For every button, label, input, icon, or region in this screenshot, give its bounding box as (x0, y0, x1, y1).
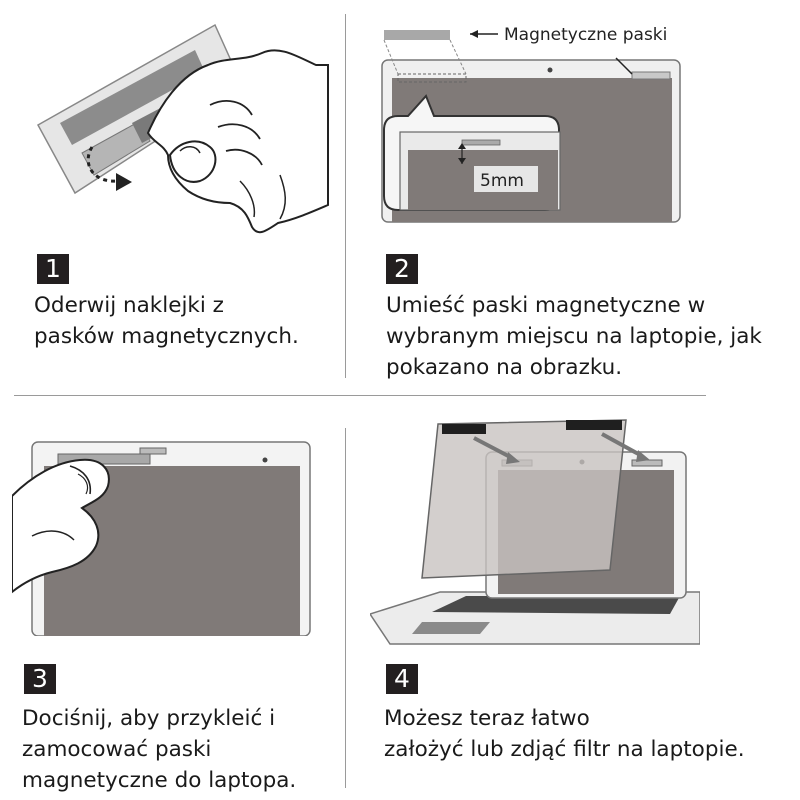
strip-zone-left (397, 73, 467, 83)
privacy-filter (421, 419, 627, 579)
distance-label-box (474, 166, 538, 192)
distance-callout-label: 5mm (480, 171, 524, 191)
webcam-icon (547, 67, 553, 73)
vertical-divider-bottom (345, 428, 346, 788)
step-3-number: 3 (24, 664, 56, 694)
hand-icon (12, 458, 110, 594)
strips-callout-label: Magnetyczne paski (504, 25, 667, 45)
step-2-caption: Umieść paski magnetyczne w wybranym miej… (386, 293, 762, 380)
horizontal-divider (14, 395, 706, 396)
step-3-caption: Dociśnij, aby przykleić i zamocować pask… (22, 706, 297, 793)
webcam-icon (262, 457, 268, 463)
step-1-caption: Oderwij naklejki z pasków magnetycznych. (34, 293, 299, 349)
magnetic-strip-applied (57, 453, 151, 465)
attach-arrow-right-icon (636, 450, 650, 462)
filter-tab-right (566, 420, 622, 430)
step-2-number: 2 (386, 254, 418, 284)
vertical-divider-top (345, 14, 346, 378)
magnetic-strip-sample (384, 30, 450, 40)
step-1-number: 1 (37, 254, 69, 284)
filter-tab-left (442, 424, 486, 434)
step-4-illustration (370, 419, 700, 645)
strip-zone-right (631, 71, 671, 80)
step-3-illustration (12, 441, 311, 636)
step-1-illustration (36, 23, 329, 234)
peel-arrow-icon (86, 146, 119, 183)
step-2-illustration: Magnetyczne paski 5mm (381, 25, 681, 223)
step-4-number: 4 (386, 664, 418, 694)
step-4-caption: Możesz teraz łatwo założyć lub zdjąć fil… (384, 706, 745, 762)
attach-arrow-left-icon (506, 452, 520, 464)
magnetic-strip-bottom (81, 120, 151, 176)
magnetic-strip-top (60, 50, 205, 145)
